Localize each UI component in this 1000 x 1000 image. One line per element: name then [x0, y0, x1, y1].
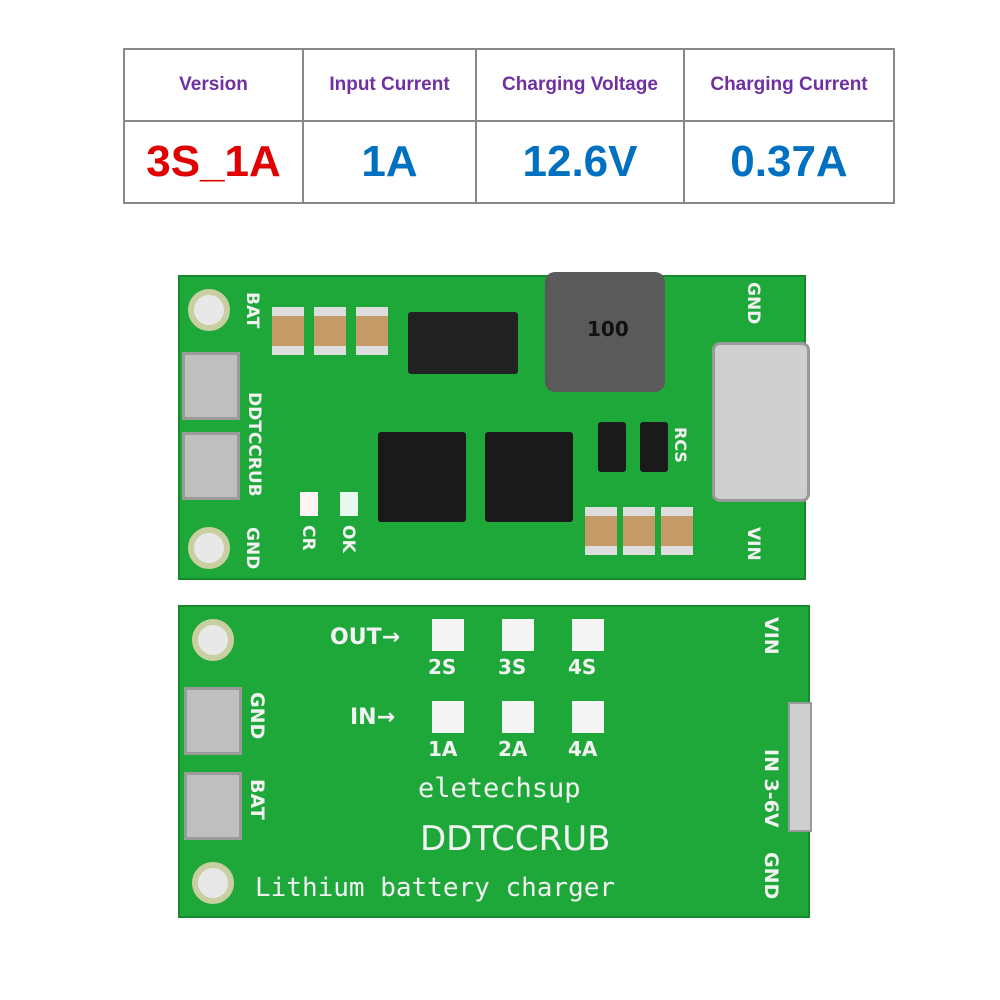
label-in-range: IN 3-6V: [760, 749, 782, 828]
out-option-3s: 3S: [498, 655, 527, 679]
mount-hole: [192, 619, 234, 661]
in-option-2a: 2A: [498, 737, 528, 761]
capacitor: [585, 507, 617, 555]
inductor: 100: [545, 272, 665, 392]
inductor-label: 100: [587, 317, 629, 341]
label-gnd: GND: [242, 527, 262, 570]
diode: [408, 312, 518, 374]
label-ok: OK: [338, 525, 358, 553]
mount-hole: [192, 862, 234, 904]
ic-chip: [485, 432, 573, 522]
in-option-4a: 4A: [568, 737, 598, 761]
header-input-current: Input Current: [302, 48, 477, 122]
mount-hole: [188, 289, 230, 331]
label-model: DDTCCRUB: [244, 392, 264, 497]
value-charging-current: 0.37A: [683, 120, 895, 204]
jumper-pad-2a[interactable]: [502, 701, 534, 733]
pcb-bottom-view: GND BAT OUT→ 2S 3S 4S IN→ 1A 2A 4A elete…: [178, 605, 812, 918]
label-cr: CR: [298, 525, 318, 551]
label-vin: VIN: [743, 527, 763, 561]
gnd-pad: [184, 687, 242, 755]
label-bat: BAT: [246, 779, 268, 820]
header-charging-current: Charging Current: [683, 48, 895, 122]
value-version: 3S_1A: [123, 120, 304, 204]
led-ok: [340, 492, 358, 516]
capacitor: [661, 507, 693, 555]
header-charging-voltage: Charging Voltage: [475, 48, 685, 122]
jumper-pad-3s[interactable]: [502, 619, 534, 651]
in-option-1a: 1A: [428, 737, 458, 761]
ic-chip: [378, 432, 466, 522]
in-label: IN→: [350, 705, 396, 730]
jumper-pad-4a[interactable]: [572, 701, 604, 733]
capacitor: [356, 307, 388, 355]
spec-table: Version Input Current Charging Voltage C…: [123, 48, 895, 204]
gnd-pad: [182, 432, 240, 500]
label-vin: VIN: [760, 617, 782, 655]
resistor: [598, 422, 626, 472]
usb-c-port-edge: [788, 702, 812, 832]
mount-hole: [188, 527, 230, 569]
jumper-pad-2s[interactable]: [432, 619, 464, 651]
label-gnd-right: GND: [760, 852, 782, 900]
out-option-2s: 2S: [428, 655, 457, 679]
brand-text: eletechsup: [418, 773, 581, 804]
label-rcs: RCS: [671, 427, 690, 463]
header-version: Version: [123, 48, 304, 122]
bat-pad: [184, 772, 242, 840]
jumper-pad-4s[interactable]: [572, 619, 604, 651]
bat-pad: [182, 352, 240, 420]
capacitor: [623, 507, 655, 555]
out-option-4s: 4S: [568, 655, 597, 679]
label-bat: BAT: [242, 292, 262, 329]
usb-c-port: [712, 342, 810, 502]
capacitor: [314, 307, 346, 355]
led-cr: [300, 492, 318, 516]
label-gnd: GND: [246, 692, 268, 740]
resistor: [640, 422, 668, 472]
value-charging-voltage: 12.6V: [475, 120, 685, 204]
pcb-top-view: BAT DDTCCRUB GND 100 CR OK RCS GND VIN: [178, 272, 810, 580]
value-input-current: 1A: [302, 120, 477, 204]
capacitor: [272, 307, 304, 355]
model-text: DDTCCRUB: [420, 819, 611, 859]
out-label: OUT→: [330, 625, 401, 650]
label-gnd-right: GND: [743, 282, 763, 325]
description-text: Lithium battery charger: [255, 873, 616, 903]
jumper-pad-1a[interactable]: [432, 701, 464, 733]
